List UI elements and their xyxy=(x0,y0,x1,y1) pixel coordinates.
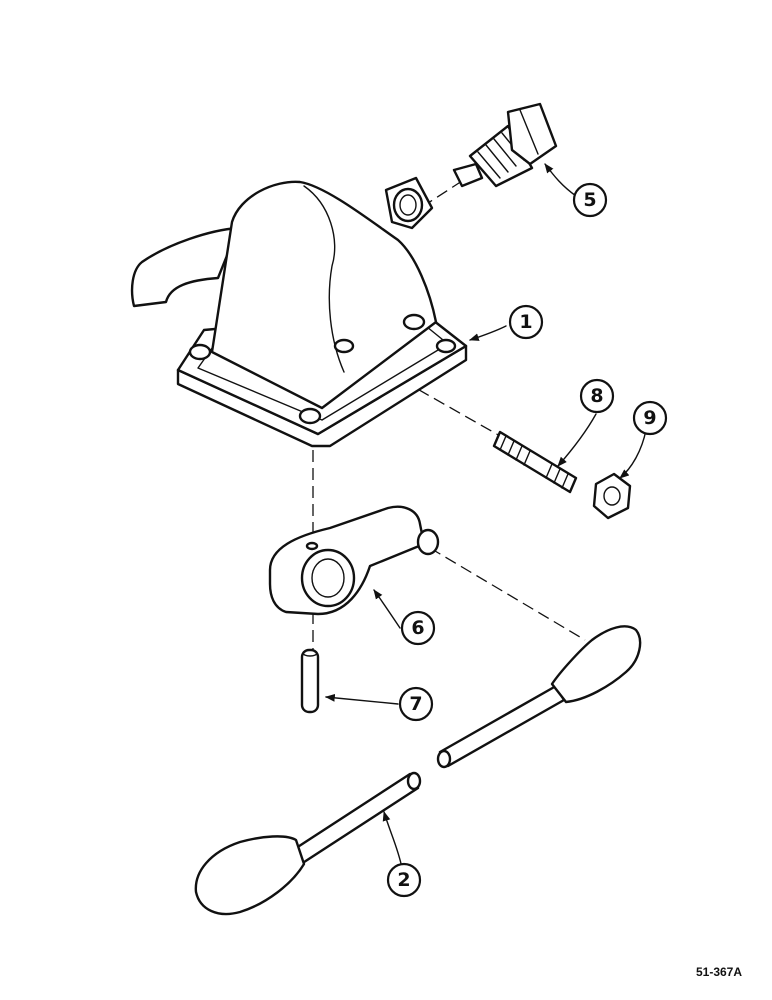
lever-arm-part xyxy=(268,505,440,616)
callout-5-label: 5 xyxy=(583,189,596,211)
stud-part xyxy=(492,430,578,494)
figure-reference: 51-367A xyxy=(696,965,742,979)
callout-7: 7 xyxy=(398,686,434,722)
roll-pin-part xyxy=(300,648,320,714)
callout-9-label: 9 xyxy=(643,407,656,429)
callout-6-label: 6 xyxy=(411,617,424,639)
callout-leaders xyxy=(325,163,647,869)
housing-part xyxy=(130,180,468,448)
callout-1: 1 xyxy=(508,304,544,340)
callout-2-label: 2 xyxy=(397,869,410,891)
callout-7-label: 7 xyxy=(409,693,422,715)
callout-1-label: 1 xyxy=(519,311,532,333)
callout-2: 2 xyxy=(386,862,422,898)
callout-9: 9 xyxy=(632,400,668,436)
handle-lower-part xyxy=(194,771,422,916)
lock-nut-part xyxy=(384,176,434,230)
hex-nut-part xyxy=(592,472,632,520)
callout-6: 6 xyxy=(400,610,436,646)
callout-8-label: 8 xyxy=(590,385,603,407)
adjuster-valve-part xyxy=(452,102,558,188)
callout-8: 8 xyxy=(579,378,615,414)
callout-5: 5 xyxy=(572,182,608,218)
handle-upper-part xyxy=(436,625,642,769)
